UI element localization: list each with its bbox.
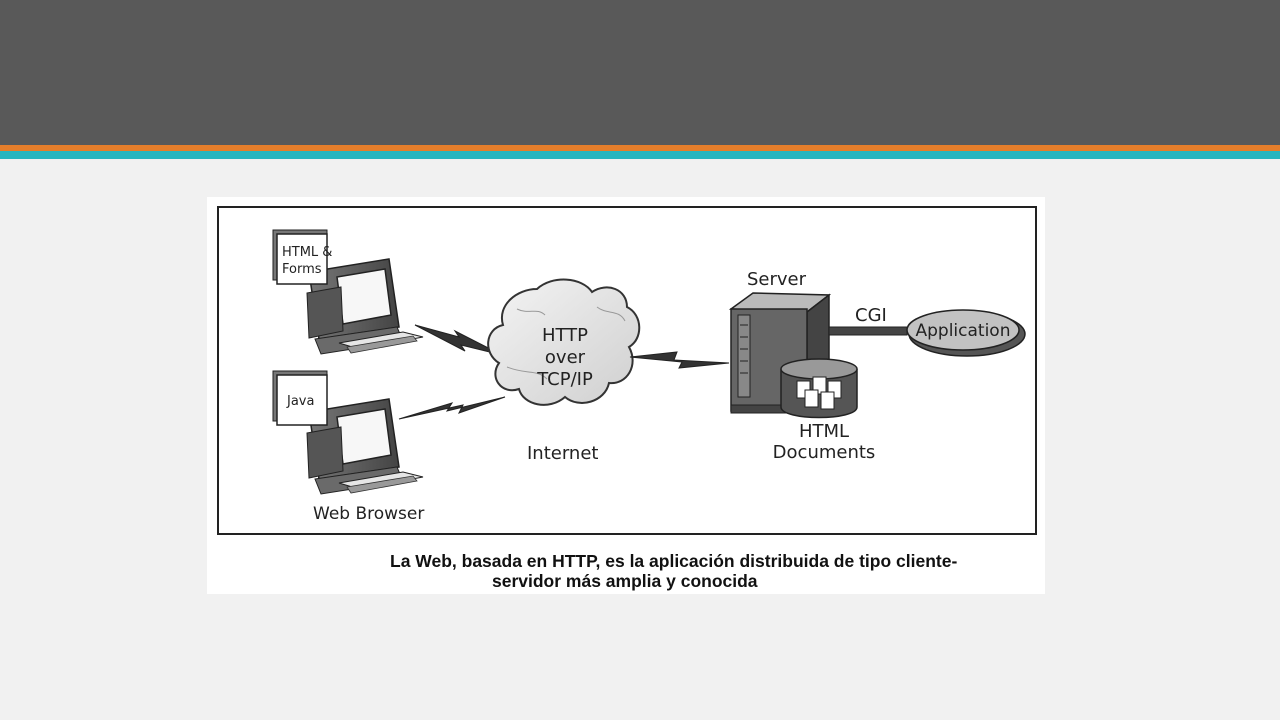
header-bar — [0, 0, 1280, 145]
cloud-text-tcpip: TCP/IP — [536, 369, 593, 390]
page-icon-java: Java — [272, 370, 328, 426]
page-text-java: Java — [286, 394, 314, 409]
label-web-browser: Web Browser — [313, 504, 424, 524]
application-node: Application — [906, 309, 1026, 357]
label-application: Application — [916, 321, 1011, 341]
documents-database — [780, 358, 858, 419]
arrow-cloud-to-server — [629, 351, 730, 369]
caption-line-1: La Web, basada en HTTP, es la aplicación… — [390, 551, 958, 571]
label-documents: Documents — [773, 442, 876, 463]
caption-line-2: servidor más amplia y conocida — [492, 571, 758, 591]
cloud-text-over: over — [545, 347, 586, 368]
accent-stripe-orange — [0, 145, 1280, 151]
cgi-connector — [828, 326, 908, 336]
label-cgi: CGI — [855, 305, 887, 326]
client-computer-top — [306, 258, 424, 355]
label-internet: Internet — [527, 443, 598, 464]
accent-stripe-teal — [0, 151, 1280, 159]
cloud-text-http: HTTP — [542, 325, 588, 346]
page-icon-html-forms: HTML & Forms — [272, 229, 332, 285]
architecture-diagram: HTML & Forms Java Web Browser HTTP over — [217, 206, 1037, 535]
label-html: HTML — [799, 421, 849, 442]
document-icons — [796, 376, 842, 410]
client-computer-bottom — [306, 398, 424, 495]
internet-cloud: HTTP over TCP/IP — [487, 278, 641, 406]
web-architecture-figure: HTML & Forms Java Web Browser HTTP over — [207, 197, 1045, 594]
page-text-forms: Forms — [282, 262, 322, 277]
arrow-client-bottom-to-cloud — [398, 396, 506, 420]
label-server: Server — [747, 269, 807, 290]
page-text-html: HTML & — [282, 245, 332, 260]
